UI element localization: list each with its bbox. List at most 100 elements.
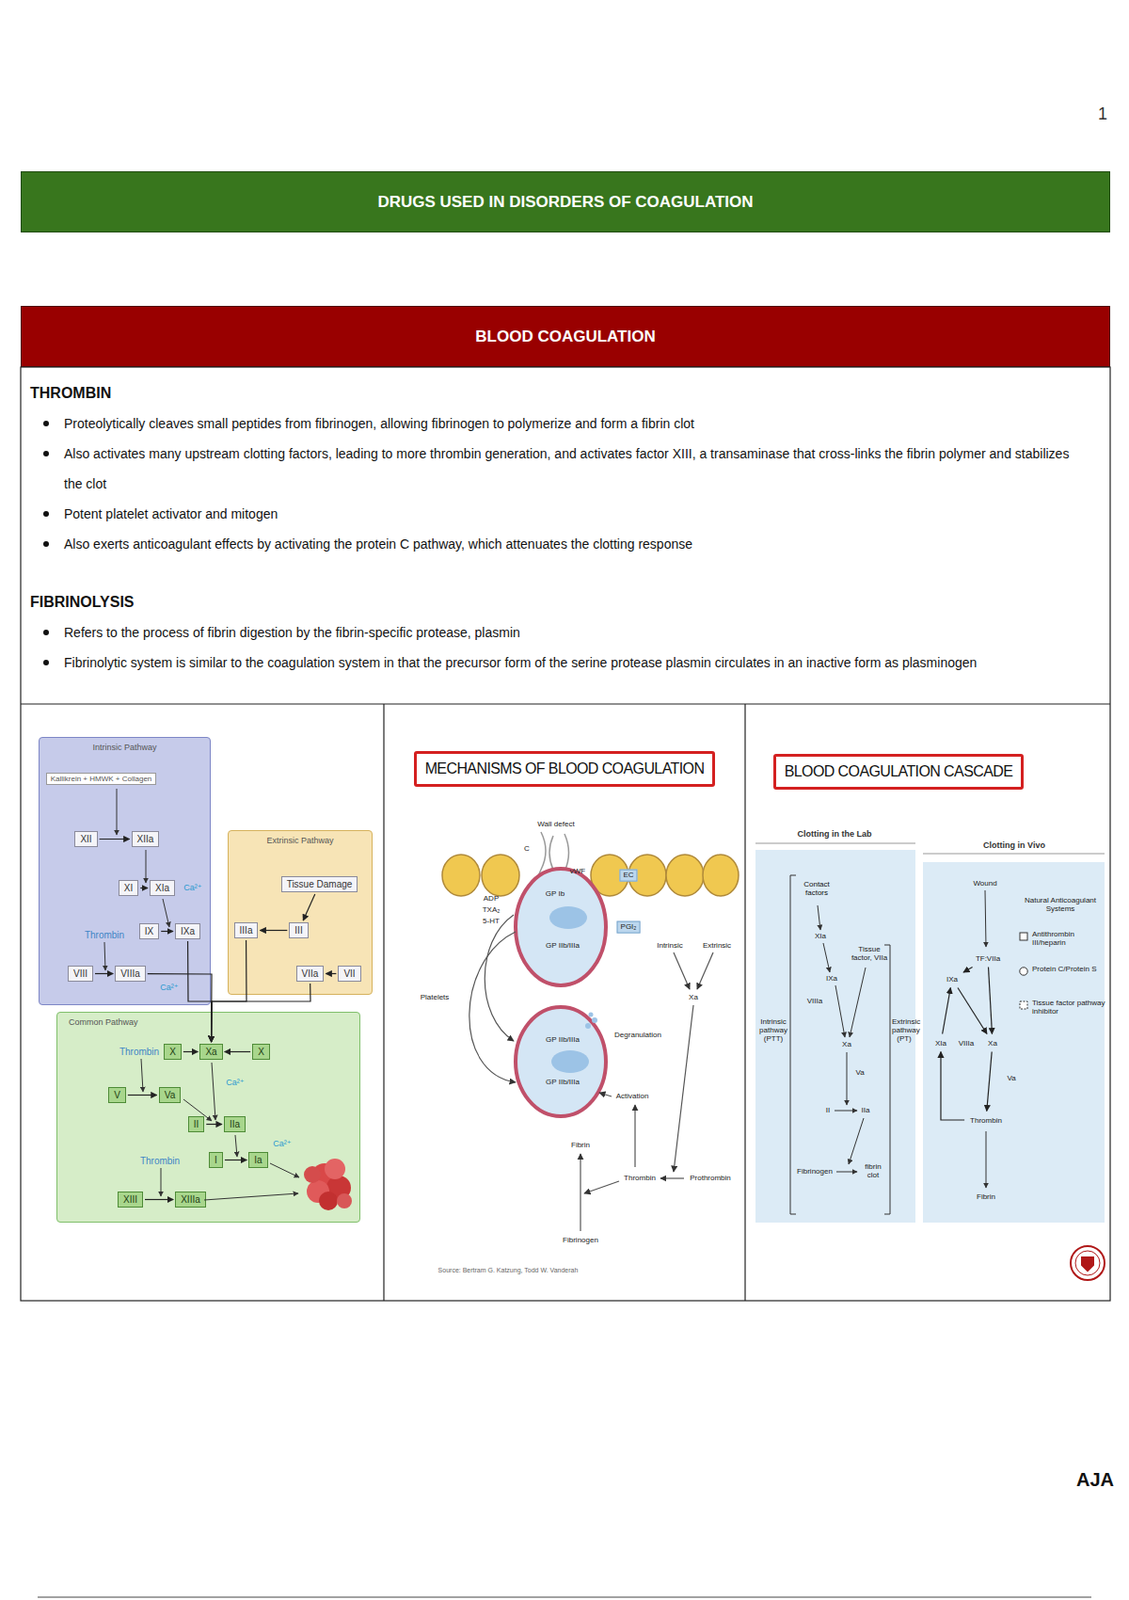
seal-icon (1081, 1256, 1094, 1271)
swatch-shape (1019, 1001, 1028, 1009)
factor-box: Xa (984, 1035, 1002, 1050)
connector-arrow (302, 893, 316, 921)
node-text: Tissue Damage (286, 878, 353, 890)
legend-title: Natural Anticoagulant Systems (1017, 896, 1103, 914)
node-text: BLOOD COAGULATION (475, 327, 655, 347)
trigger-box: Tissue Damage (281, 875, 359, 892)
node-text: Intrinsic Pathway (39, 737, 210, 752)
endothelium (442, 854, 480, 896)
node-text: II (193, 1118, 200, 1129)
catalysis-arrow (141, 1058, 144, 1092)
factor-box: VIIIa (114, 965, 146, 982)
catalysis-arrow (211, 1062, 216, 1120)
diagram-label: Thrombin (119, 1046, 160, 1057)
diagram-label: Intrinsic pathway (PTT) (758, 1017, 789, 1043)
factor-box: Contact factors (795, 877, 838, 901)
node-text: BLOOD COAGULATION CASCADE (784, 763, 1014, 780)
flow-arrow (469, 931, 516, 1082)
catalysis-arrow (104, 941, 106, 970)
endothelium (628, 854, 667, 896)
catalysis-arrow (116, 788, 118, 835)
flow-arrow (673, 1004, 694, 1172)
blood-clot (336, 1192, 352, 1209)
bullet-text: Also exerts anticoagulant effects by act… (30, 528, 1088, 559)
section-heading: FIBRINOLYSIS (30, 587, 1088, 618)
diagram-label: Ca²⁺ (183, 883, 202, 893)
connector-arrow (963, 967, 973, 973)
node-text: Kallikrein + HMWK + Collagen (50, 774, 153, 783)
node-text: XI (124, 882, 133, 893)
table-frame (20, 702, 1111, 704)
factor-box: XI (118, 879, 139, 896)
diagram-label: Va (855, 1068, 864, 1078)
node-text: IXa (180, 925, 195, 937)
connector-arrow (99, 838, 130, 840)
table-frame (382, 703, 384, 1301)
table-frame (20, 366, 1111, 1301)
panel-heading: BLOOD COAGULATION CASCADE (773, 753, 1025, 790)
node-text: Xa (987, 1038, 998, 1048)
diagram-label: Intrinsic (656, 941, 684, 951)
factor-circle: Va (1000, 1065, 1024, 1090)
diagram-label: Xa (688, 993, 699, 1002)
panel-ground (922, 853, 1105, 855)
legend-swatch (1018, 966, 1029, 976)
diagram-label: Fibrin (571, 1141, 590, 1150)
legend-row: Antithrombin III/heparin (1018, 930, 1106, 948)
section-band: BLOOD COAGULATION (20, 305, 1111, 367)
legend-text: Tissue factor pathway inhibitor (1032, 999, 1106, 1017)
factor-circle: VIIIa (954, 1031, 979, 1055)
diagram-label: Fibrinogen (562, 1236, 599, 1245)
connector-arrow (942, 987, 952, 1034)
lab-arrow (985, 1130, 987, 1188)
node-text: Ia (254, 1154, 262, 1165)
catalysis-arrow (204, 1192, 299, 1200)
title-bar: DRUGS USED IN DISORDERS OF COAGULATION (20, 171, 1111, 233)
node-text: Va (1006, 1073, 1016, 1082)
legend-swatch (1018, 931, 1029, 941)
lab-arrow (849, 967, 866, 1037)
node-text: X (257, 1046, 265, 1057)
flow-arrow (584, 1180, 620, 1193)
lab-arrow (823, 942, 830, 972)
flow-arrow (484, 914, 514, 1041)
seal-icon (1070, 1245, 1105, 1280)
diagram-label: Fibrinogen (796, 1167, 833, 1177)
endothelium (590, 854, 629, 896)
node-text: IX (144, 925, 154, 937)
catalysis-arrow (162, 898, 170, 927)
diagram-label: EC (619, 869, 637, 882)
node-text: IIa (229, 1118, 240, 1129)
catalysis-arrow (235, 1134, 238, 1157)
blood-clot (303, 1165, 321, 1183)
connector-arrow (127, 1094, 158, 1096)
page-rule (37, 1596, 1092, 1598)
section-heading: THROMBIN (30, 378, 1088, 409)
diagram-label: Tissue factor, VIIa (850, 945, 889, 963)
flow-arrow (579, 1153, 581, 1231)
node-text: IIIa (239, 924, 254, 936)
flow-arrow (634, 1104, 636, 1167)
node-text: III (294, 924, 303, 936)
page-rule (37, 1596, 1092, 1598)
diagram-label: Ca²⁺ (225, 1078, 244, 1088)
factor-box: VII (337, 965, 361, 982)
diagram-label: GP IIb/IIIa (545, 1035, 580, 1045)
blood-clot (306, 1179, 330, 1203)
diagram-label: 5-HT (482, 917, 500, 926)
factor-box: XIIa (131, 830, 160, 847)
lab-arrow (817, 905, 821, 930)
pathway-region: Extrinsic PathwayTissue DamageIIIaIIIVII… (227, 829, 373, 995)
diagram-label: Prothrombin (689, 1174, 732, 1183)
connector-arrow (325, 972, 336, 974)
factor-box: XII (74, 830, 97, 847)
collagen-fiber (549, 835, 557, 904)
node-text: Va (164, 1089, 176, 1100)
node-text: XIIIa (180, 1193, 201, 1205)
diagram-label: Platelets (420, 993, 450, 1002)
diagram-label: GP IIb/IIIa (545, 1078, 580, 1087)
diagram-label: Ca²⁺ (159, 983, 178, 993)
endothelium (442, 854, 739, 896)
